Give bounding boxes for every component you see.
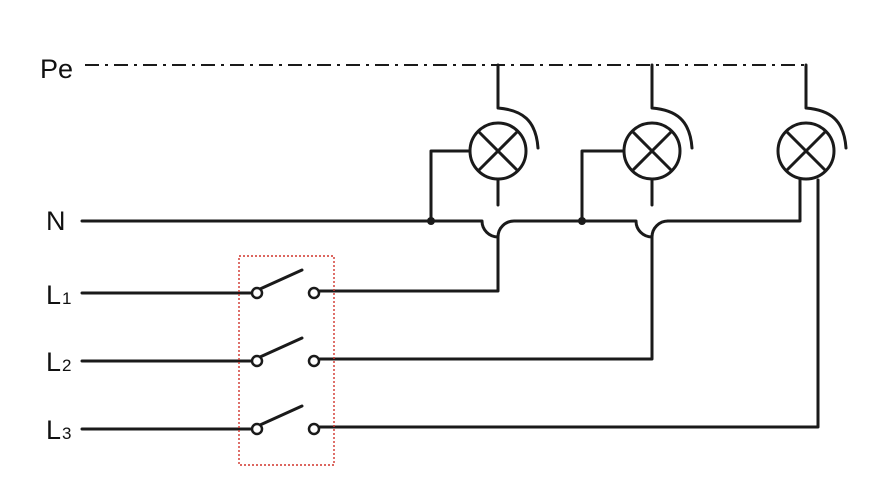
l3-label-main: L: [46, 415, 61, 445]
neutral-line: [80, 219, 670, 239]
neutral-branch-lamp-2: [580, 149, 625, 223]
pe-label: Pe: [40, 54, 73, 84]
three-pole-switch: [238, 255, 335, 466]
l2-label-sub: 2: [62, 356, 71, 375]
lamp-icon: [468, 121, 528, 181]
l1-label: L 1: [46, 280, 71, 310]
l2-label-main: L: [46, 347, 61, 377]
l1-label-main: L: [46, 280, 61, 310]
n-label: N: [46, 206, 66, 236]
l3-label: L 3: [46, 415, 71, 445]
l1-label-sub: 1: [62, 289, 71, 308]
neutral-branch-lamp-1: [429, 149, 472, 223]
pe-drop-lamp-1: [496, 63, 540, 150]
pe-drop-lamp-2: [650, 63, 694, 150]
neutral-junction-2: [578, 217, 586, 225]
pe-drop-lamp-3: [804, 63, 848, 150]
lamp-icon: [776, 121, 836, 181]
l3-to-lamp-3: [316, 178, 820, 429]
l3-label-sub: 3: [62, 424, 71, 443]
l2-label: L 2: [46, 347, 71, 377]
switch-pole-3: [250, 404, 321, 436]
neutral-to-lamp-3: [666, 176, 802, 223]
lamp-icon: [622, 121, 682, 181]
switch-pole-2: [250, 336, 321, 368]
switch-pole-1: [250, 268, 321, 300]
l1-to-lamp-1: [316, 178, 500, 293]
l2-to-lamp-2: [316, 178, 654, 361]
neutral-junction-1: [427, 217, 435, 225]
